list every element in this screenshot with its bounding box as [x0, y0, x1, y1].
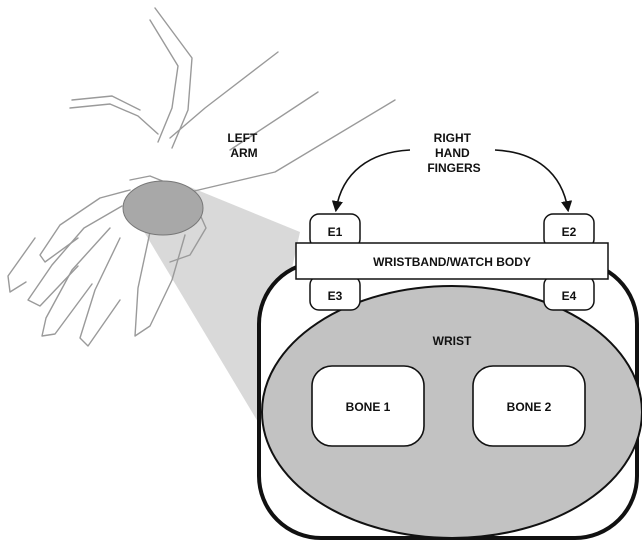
left-arm-label: LEFT ARM [227, 131, 260, 160]
right-hand-fingers-label: RIGHT HAND FINGERS [427, 131, 480, 175]
bone-1 [311, 365, 425, 447]
electrode-e3-label: E3 [328, 289, 343, 303]
arrow-to-e2 [494, 149, 573, 213]
electrode-e2-label: E2 [562, 225, 577, 239]
bone-2-label: BONE 2 [507, 400, 552, 414]
arrow-to-e1 [331, 149, 411, 213]
wristband-label: WRISTBAND/WATCH BODY [373, 255, 531, 269]
wrist-label: WRIST [433, 334, 472, 348]
bone-2 [472, 365, 586, 447]
wrist-sensor-spot [122, 180, 204, 236]
left-arm-sketch [7, 7, 396, 347]
wrist-cross-section [261, 285, 642, 539]
bone-1-label: BONE 1 [346, 400, 391, 414]
electrode-e4-label: E4 [562, 289, 577, 303]
wristband-strip [295, 242, 609, 280]
electrode-e1-label: E1 [328, 225, 343, 239]
